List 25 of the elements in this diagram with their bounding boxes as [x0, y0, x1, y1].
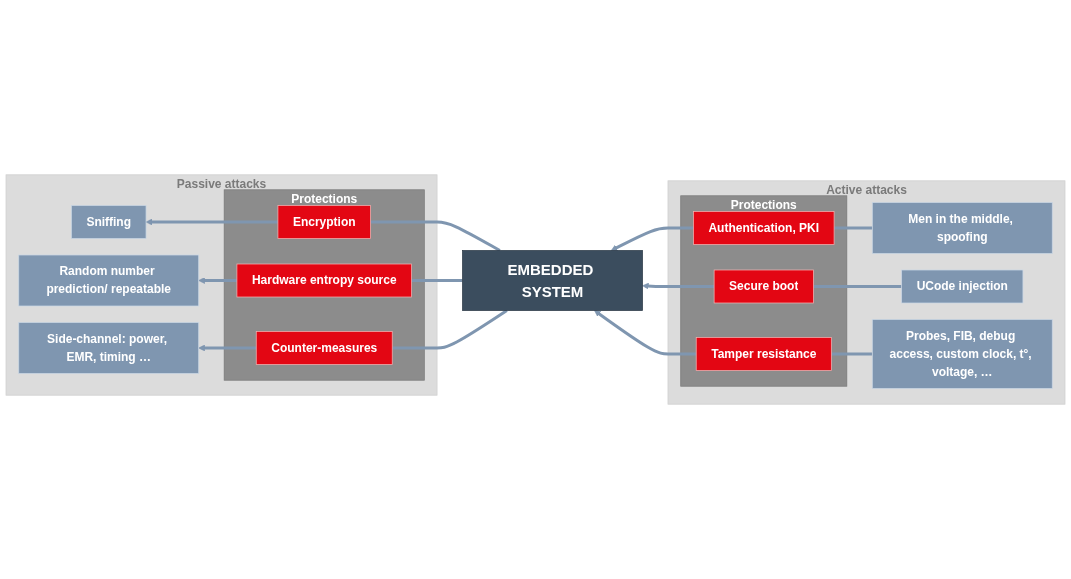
- node-box: Men in the middle, spoofing: [871, 202, 1053, 254]
- connector: [834, 226, 873, 230]
- arrow: [145, 218, 278, 226]
- connector: [831, 352, 873, 356]
- node-box: Side-channel: power, EMR, timing …: [18, 322, 200, 374]
- node-box: Tamper resistance: [695, 337, 832, 371]
- arrow: [198, 277, 237, 284]
- node-box: Random number prediction/ repeatable: [18, 254, 200, 307]
- arrow: [642, 282, 715, 290]
- node-box: Probes, FIB, debug access, custom clock, t°, voltage, …: [871, 319, 1053, 389]
- node-box: Authentication, PKI: [693, 211, 835, 245]
- node-box: Sniffing: [71, 205, 147, 239]
- node-box: Counter-measures: [255, 331, 393, 365]
- node-box: EMBEDDED SYSTEM: [462, 250, 643, 311]
- arrow: [594, 310, 697, 356]
- arrow: [198, 344, 257, 352]
- node-box: Encryption: [277, 205, 371, 239]
- arrow: [610, 226, 694, 251]
- connector: [392, 309, 508, 350]
- connector: [813, 285, 902, 288]
- node-box: Secure boot: [713, 269, 814, 304]
- node-box: Hardware entropy source: [236, 263, 412, 298]
- node-box: UCode injection: [901, 269, 1024, 304]
- connector: [370, 220, 501, 252]
- connector: [411, 279, 463, 282]
